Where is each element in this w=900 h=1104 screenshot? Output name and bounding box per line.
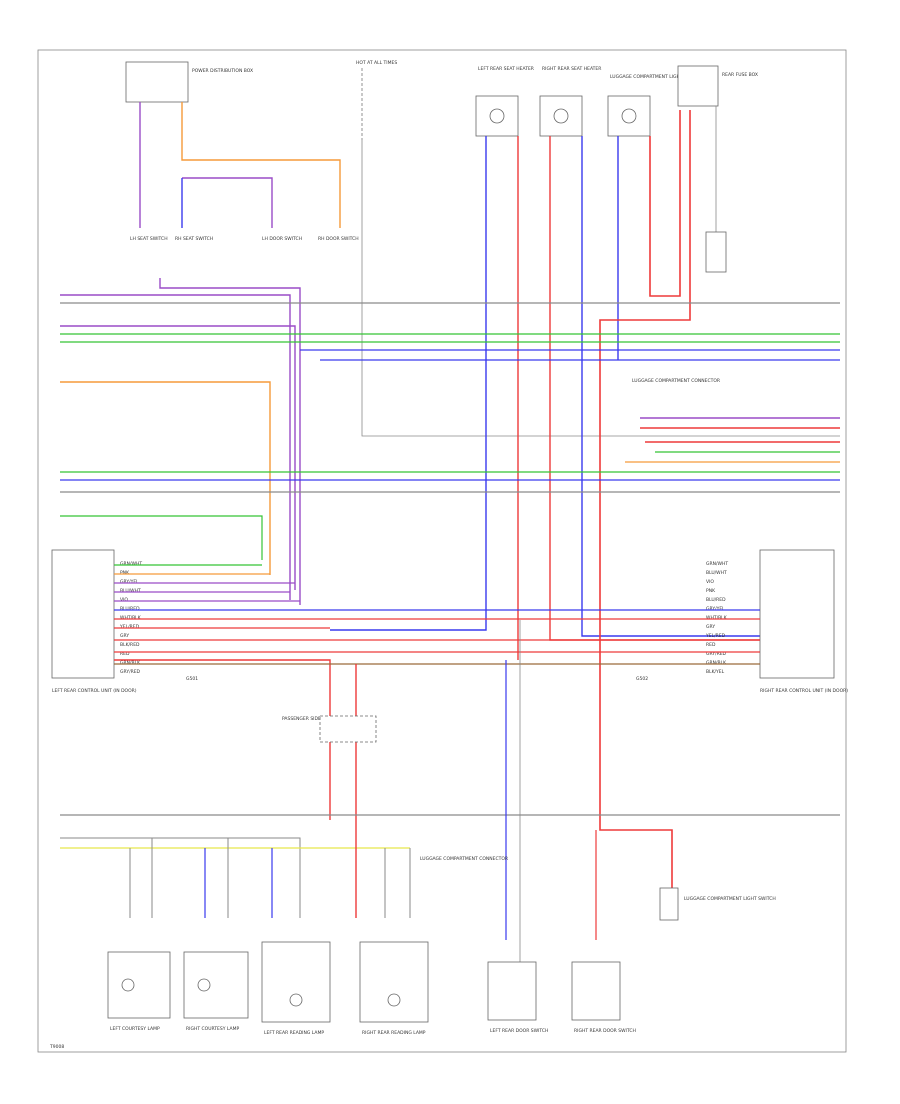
right-label-4: BLU/RED — [706, 597, 726, 603]
bottom-buses: LUGGAGE COMPARTMENT CONNECTOR — [60, 660, 840, 940]
diagram-frame — [37, 49, 847, 1053]
left-label-10: RED — [120, 651, 130, 657]
ground-right-label: G502 — [636, 676, 648, 682]
luggage-compartment-light-label: LUGGAGE COMPARTMENT LIGHT — [610, 74, 683, 80]
center-cluster-label: LUGGAGE COMPARTMENT CONNECTOR — [632, 378, 720, 384]
luggage-compartment-light: LUGGAGE COMPARTMENT LIGHT — [607, 74, 683, 137]
left-label-9: BLK/RED — [120, 642, 140, 648]
left-label-0: GRN/WHT — [120, 561, 142, 567]
left-label-2: GRY/YEL — [120, 579, 139, 585]
left-bundle-wires — [114, 564, 760, 980]
left-rear-reading-lamp: LEFT REAR READING LAMP — [261, 941, 331, 1036]
left-label-6: WHT/BLK — [120, 615, 142, 621]
left-connector-block: GRN/WHT PNK GRY/YEL BLU/WHT VIO BLU/RED … — [51, 549, 142, 694]
right-rear-reading-lamp: RIGHT REAR READING LAMP — [359, 941, 429, 1036]
power-distribution-box-label: POWER DISTRIBUTION BOX — [192, 68, 253, 74]
rear-fuse-box-label: REAR FUSE BOX — [722, 72, 758, 78]
hot-at-all-times-label: HOT AT ALL TIMES — [356, 60, 397, 66]
right-label-11: GRN/BLK — [706, 660, 727, 666]
right-courtesy-lamp: RIGHT COURTESY LAMP — [183, 951, 249, 1032]
right-rear-door-switch-label: RIGHT REAR DOOR SWITCH — [574, 1028, 636, 1034]
right-label-10: GRY/RED — [706, 651, 727, 657]
left-courtesy-lamp-label: LEFT COURTESY LAMP — [110, 1026, 160, 1032]
luggage-light-switch-label: LUGGAGE COMPARTMENT LIGHT SWITCH — [684, 896, 776, 902]
right-label-1: BLU/WHT — [706, 570, 727, 576]
rh-door-switch-label: RH DOOR SWITCH — [318, 236, 359, 242]
rear-fuse-box: REAR FUSE BOX — [677, 65, 758, 107]
left-module-label: LEFT REAR CONTROL UNIT (IN DOOR) — [52, 688, 137, 694]
left-label-12: GRY/RED — [120, 669, 141, 675]
left-label-8: GRY — [120, 633, 129, 639]
footer-code: T9008 — [49, 1044, 64, 1050]
left-label-11: GRN/BLK — [120, 660, 141, 666]
left-rear-door-switch-label: LEFT REAR DOOR SWITCH — [490, 1028, 548, 1034]
ground-left-label: G501 — [186, 676, 198, 682]
right-label-0: GRN/WHT — [706, 561, 728, 567]
ground-notes: G501 G502 PASSENGER SIDE FUSE BOX LUGGAG… — [186, 378, 720, 743]
left-rear-seat-heater: LEFT REAR SEAT HEATER — [475, 66, 534, 137]
hot-at-all-times: HOT AT ALL TIMES — [356, 60, 397, 140]
left-rear-door-switch: LEFT REAR DOOR SWITCH — [487, 961, 548, 1034]
right-label-5: GRY/YEL — [706, 606, 725, 612]
left-label-4: VIO — [120, 597, 128, 603]
mid-switches: LH SEAT SWITCH RH SEAT SWITCH LH DOOR SW… — [130, 236, 359, 242]
right-rear-seat-heater: RIGHT REAR SEAT HEATER — [539, 66, 601, 137]
luggage-light-switch: LUGGAGE COMPARTMENT LIGHT SWITCH — [659, 887, 776, 921]
left-rear-seat-heater-label: LEFT REAR SEAT HEATER — [478, 66, 534, 72]
left-label-1: PNK — [120, 570, 130, 576]
right-connector-block: GRN/WHT BLU/WHT VIO PNK BLU/RED GRY/YEL … — [705, 549, 848, 694]
bottom-components: LEFT COURTESY LAMP RIGHT COURTESY LAMP L… — [107, 887, 776, 1036]
left-label-7: YEL/RED — [119, 624, 140, 630]
right-label-8: YEL/RED — [705, 633, 726, 639]
center-label: PASSENGER SIDE FUSE BOX — [282, 716, 345, 722]
right-label-9: RED — [706, 642, 716, 648]
right-rear-door-switch: RIGHT REAR DOOR SWITCH — [571, 961, 636, 1034]
power-distribution-box: POWER DISTRIBUTION BOX — [125, 61, 253, 103]
left-label-3: BLU/WHT — [120, 588, 141, 594]
horizontal-buses — [60, 278, 840, 605]
lh-door-switch-label: LH DOOR SWITCH — [262, 236, 302, 242]
left-rear-reading-lamp-label: LEFT REAR READING LAMP — [264, 1030, 324, 1036]
right-module-label: RIGHT REAR CONTROL UNIT (IN DOOR) — [760, 688, 848, 694]
right-courtesy-lamp-label: RIGHT COURTESY LAMP — [186, 1026, 239, 1032]
lh-seat-switch-label: LH SEAT SWITCH — [130, 236, 168, 242]
right-label-12: BLK/YEL — [706, 669, 725, 675]
top-wires — [139, 102, 840, 900]
right-label-3: PNK — [706, 588, 716, 594]
rh-seat-switch-label: RH SEAT SWITCH — [175, 236, 213, 242]
right-side-note: LUGGAGE COMPARTMENT CONNECTOR — [420, 856, 508, 862]
right-label-6: WHT/BLK — [706, 615, 728, 621]
right-label-2: VIO — [706, 579, 714, 585]
right-label-7: GRY — [706, 624, 715, 630]
right-rear-seat-heater-label: RIGHT REAR SEAT HEATER — [542, 66, 601, 72]
left-label-5: BLU/RED — [120, 606, 140, 612]
right-rear-reading-lamp-label: RIGHT REAR READING LAMP — [362, 1030, 426, 1036]
left-courtesy-lamp: LEFT COURTESY LAMP — [107, 951, 171, 1032]
